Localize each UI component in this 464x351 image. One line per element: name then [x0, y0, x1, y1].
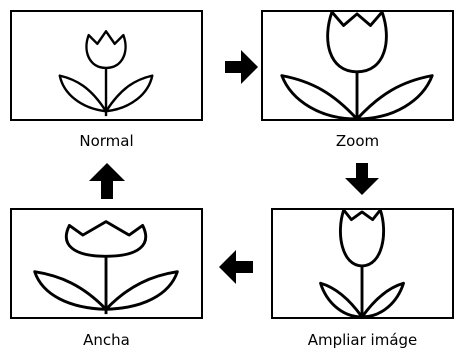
tulip-icon — [12, 210, 201, 317]
label-ampliar: Ampliar imáge — [271, 331, 454, 349]
label-ancha: Ancha — [10, 331, 203, 349]
arrow-left-icon — [219, 250, 253, 284]
tulip-icon — [263, 12, 452, 119]
arrow-right-icon — [225, 50, 258, 84]
arrow-up-icon — [89, 163, 125, 199]
tulip-icon — [273, 210, 452, 317]
panel-ampliar — [271, 208, 454, 319]
label-zoom: Zoom — [261, 132, 454, 150]
label-normal: Normal — [10, 132, 203, 150]
panel-normal — [10, 10, 203, 121]
panel-ancha — [10, 208, 203, 319]
tulip-icon — [12, 12, 201, 119]
panel-zoom — [261, 10, 454, 121]
arrow-down-icon — [345, 163, 379, 195]
